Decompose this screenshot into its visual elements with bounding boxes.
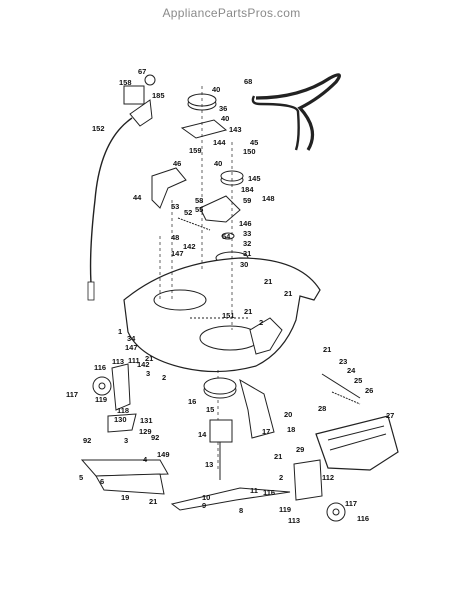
callout-11: 11: [250, 486, 258, 495]
callout-116: 116: [357, 514, 370, 523]
callout-32: 32: [243, 239, 252, 248]
callout-27: 27: [386, 411, 395, 420]
callout-48: 48: [171, 233, 180, 242]
callout-158: 158: [119, 78, 132, 87]
callout-15: 15: [206, 405, 215, 414]
callout-53: 53: [171, 202, 180, 211]
callout-92: 92: [83, 436, 92, 445]
callout-31: 31: [243, 249, 252, 258]
callout-150: 150: [243, 147, 256, 156]
callout-147: 147: [125, 343, 138, 352]
callout-113: 113: [288, 516, 301, 525]
discharge-chute: [315, 415, 399, 471]
callout-55: 55: [195, 205, 204, 214]
callout-21: 21: [323, 345, 332, 354]
callout-152: 152: [92, 124, 105, 133]
callout-21: 21: [264, 277, 273, 286]
callout-130: 130: [114, 415, 127, 424]
belt-part: [251, 73, 341, 151]
callout-40: 40: [221, 114, 230, 123]
callout-14: 14: [198, 430, 207, 439]
callout-118: 118: [117, 406, 130, 415]
callout-92: 92: [151, 433, 160, 442]
callout-147: 147: [171, 249, 184, 258]
callout-46: 46: [173, 159, 182, 168]
callout-13: 13: [205, 460, 214, 469]
callout-21: 21: [274, 452, 283, 461]
callout-142: 142: [183, 242, 196, 251]
callout-113: 113: [112, 357, 125, 366]
callout-45: 45: [250, 138, 259, 147]
callout-3: 3: [124, 436, 129, 445]
callout-9: 9: [202, 501, 207, 510]
callout-3: 3: [146, 369, 151, 378]
callout-117: 117: [66, 390, 79, 399]
callout-117: 117: [345, 499, 358, 508]
callout-59: 59: [243, 196, 252, 205]
callout-2: 2: [162, 373, 167, 382]
callout-4: 4: [143, 455, 148, 464]
callout-2: 2: [259, 318, 264, 327]
callout-54: 54: [222, 232, 231, 241]
callout-29: 29: [296, 445, 305, 454]
callout-34: 34: [127, 334, 136, 343]
callout-40: 40: [214, 159, 223, 168]
callout-159: 159: [189, 146, 202, 155]
callout-21: 21: [145, 354, 154, 363]
mower-blade: [170, 487, 291, 511]
callout-142: 142: [137, 360, 150, 369]
callout-52: 52: [184, 208, 193, 217]
callout-21: 21: [149, 497, 158, 506]
callout-67: 67: [138, 67, 147, 76]
callout-151: 151: [222, 311, 235, 320]
callout-111: 111: [128, 356, 140, 365]
callout-116: 116: [94, 363, 107, 372]
callout-1: 1: [118, 327, 123, 336]
callout-68: 68: [244, 77, 253, 86]
callout-58: 58: [195, 196, 204, 205]
callout-8: 8: [239, 506, 244, 515]
callout-25: 25: [354, 376, 363, 385]
callout-17: 17: [262, 427, 271, 436]
callout-19: 19: [121, 493, 130, 502]
callout-148: 148: [262, 194, 275, 203]
callout-23: 23: [339, 357, 348, 366]
callout-36: 36: [219, 104, 228, 113]
callout-144: 144: [213, 138, 226, 147]
callout-21: 21: [244, 307, 253, 316]
callout-5: 5: [79, 473, 84, 482]
callout-112: 112: [322, 473, 335, 482]
callout-24: 24: [347, 366, 356, 375]
callout-185: 185: [152, 91, 165, 100]
callout-18: 18: [287, 425, 296, 434]
callout-129: 129: [139, 427, 152, 436]
callout-6: 6: [100, 477, 105, 486]
callout-146: 146: [239, 219, 252, 228]
callout-16: 16: [188, 397, 197, 406]
cable-part: [89, 117, 133, 296]
callout-26: 26: [365, 386, 374, 395]
callout-20: 20: [284, 410, 293, 419]
callout-33: 33: [243, 229, 252, 238]
callout-40: 40: [212, 85, 221, 94]
callout-119: 119: [279, 505, 292, 514]
callout-28: 28: [318, 404, 327, 413]
callout-44: 44: [133, 193, 142, 202]
callout-119: 119: [95, 395, 108, 404]
callout-184: 184: [241, 185, 254, 194]
callout-143: 143: [229, 125, 242, 134]
callout-116: 116: [263, 488, 276, 497]
callout-10: 10: [202, 493, 211, 502]
callout-2: 2: [279, 473, 284, 482]
callout-21: 21: [284, 289, 293, 298]
callout-149: 149: [157, 450, 170, 459]
site-watermark: AppliancePartsPros.com: [162, 6, 301, 20]
callout-131: 131: [140, 416, 153, 425]
callout-145: 145: [248, 174, 261, 183]
callout-30: 30: [240, 260, 249, 269]
